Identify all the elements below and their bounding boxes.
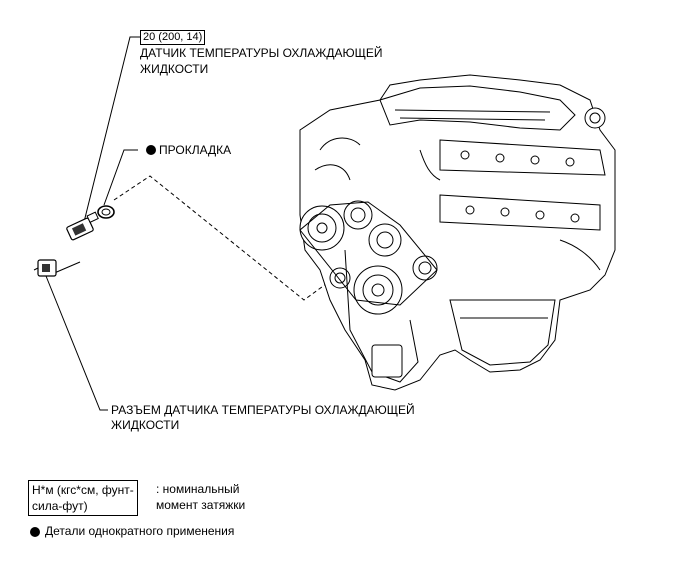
assembly-dashed-line bbox=[113, 175, 327, 301]
legend-unit-box: Н*м (кгс*см, фунт- сила-фут) bbox=[28, 480, 138, 516]
sensor-label-line1: ДАТЧИК ТЕМПЕРАТУРЫ ОХЛАЖДАЮЩЕЙ bbox=[140, 46, 383, 60]
filled-circle-bullet-icon bbox=[146, 145, 156, 155]
coolant-temperature-sensor-drawing bbox=[66, 211, 99, 241]
sensor-label-line2: ЖИДКОСТИ bbox=[140, 62, 209, 76]
gasket-drawing bbox=[97, 205, 115, 219]
sensor-connector-drawing bbox=[33, 259, 57, 277]
connector-label-line2: ЖИДКОСТИ bbox=[111, 418, 180, 432]
legend-unit-desc-line1: : номинальный bbox=[156, 482, 240, 496]
connector-wire bbox=[51, 261, 81, 275]
gasket-leader-line bbox=[103, 149, 138, 206]
legend-unit-line2: сила-фут) bbox=[32, 499, 88, 513]
legend-unit-desc-line2: момент затяжки bbox=[156, 498, 246, 512]
gasket-label: ПРОКЛАДКА bbox=[159, 143, 232, 157]
connector-leader-line bbox=[45, 275, 108, 411]
connector-label-line1: РАЗЪЕМ ДАТЧИКА ТЕМПЕРАТУРЫ ОХЛАЖДАЮЩЕЙ bbox=[111, 403, 415, 417]
engine-assembly-drawing bbox=[299, 74, 616, 391]
sensor-leader-line bbox=[83, 36, 140, 223]
filled-circle-bullet-icon bbox=[30, 527, 40, 537]
torque-spec-box: 20 (200, 14) bbox=[140, 30, 206, 45]
legend-unit-line1: Н*м (кгс*см, фунт- bbox=[32, 483, 134, 497]
legend-non-reusable: Детали однократного применения bbox=[45, 524, 235, 538]
